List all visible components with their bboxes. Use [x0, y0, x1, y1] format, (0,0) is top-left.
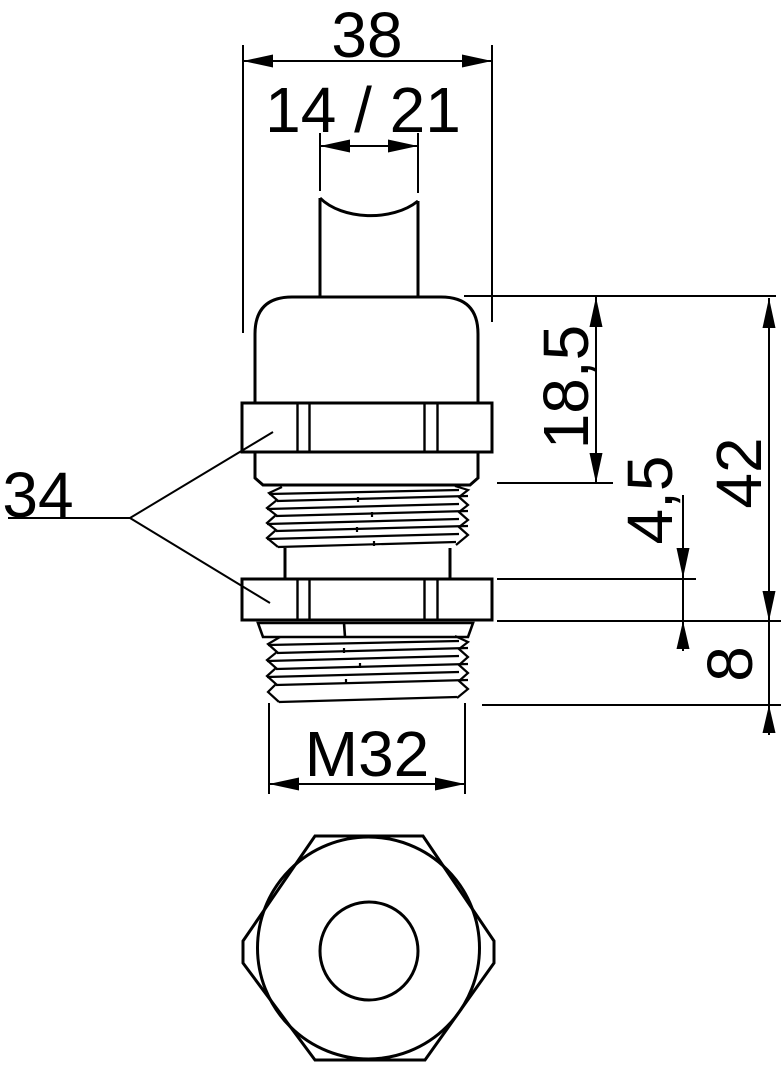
label-dome-height: 18,5	[530, 325, 602, 450]
bottom-view	[241, 834, 496, 1062]
lower-thread-helix-lines	[266, 639, 469, 704]
arrow-42-top	[762, 298, 776, 328]
label-spanner-size: 34	[2, 459, 73, 531]
arrow-38-left	[243, 54, 273, 68]
arrow-18-5-bottom	[589, 453, 603, 483]
neck-outline	[253, 452, 480, 487]
cable-concave-top	[318, 196, 419, 218]
bottom-view-hole-circle	[318, 900, 420, 1002]
arrow-14-21-right	[388, 139, 418, 153]
upper-hex-facet-lines	[296, 403, 439, 452]
dimension-labels: 38 14 / 21 34 18,5 4,5 42 8 M32	[2, 0, 775, 790]
lower-thread-right-zigzag	[454, 635, 471, 699]
arrow-42-bottom	[762, 591, 776, 621]
upper-thread-helix-lines	[266, 488, 469, 549]
upper-hex-body	[240, 401, 494, 454]
leader-34-lower	[129, 517, 271, 604]
lower-hex-nut	[240, 577, 494, 622]
collar-seam-tick	[342, 622, 347, 638]
arrow-4-5-top	[676, 548, 690, 578]
bottom-view-body-circle	[256, 835, 481, 1061]
upper-thread-right-zigzag	[454, 484, 471, 546]
collar-ring	[256, 621, 475, 639]
collar-outline	[256, 621, 475, 639]
arrow-m32-right	[435, 777, 465, 791]
leader-34	[8, 431, 274, 604]
bottom-view-hexagon	[241, 834, 496, 1062]
arrow-8-bottom	[762, 705, 776, 733]
arrow-m32-left	[269, 777, 299, 791]
gland-dome	[253, 295, 480, 403]
upper-thread-seam-ticks	[355, 497, 376, 546]
label-thread-length: 8	[694, 646, 766, 682]
mid-cylinder	[283, 548, 452, 579]
dimension-arrowheads	[243, 54, 776, 791]
lower-thread-seam-ticks	[342, 648, 362, 684]
arrow-38-right	[462, 54, 492, 68]
arrow-14-21-left	[320, 139, 350, 153]
label-locknut-height: 4,5	[614, 456, 686, 545]
label-width-top: 38	[331, 0, 402, 71]
upper-thread	[265, 484, 471, 549]
arrow-18-5-top	[589, 297, 603, 327]
label-clamping-range: 14 / 21	[265, 74, 461, 146]
lower-hex-facet-lines	[296, 579, 439, 620]
extension-lines	[242, 45, 781, 794]
lower-hex-body	[240, 577, 494, 622]
arrow-4-5-bottom	[676, 621, 690, 649]
label-overall-height: 42	[703, 437, 775, 508]
upper-hex-nut	[240, 401, 494, 454]
label-thread-size: M32	[305, 718, 430, 790]
cable-outline	[318, 196, 420, 297]
dome-outline	[253, 295, 480, 403]
neck-section	[253, 452, 480, 487]
lower-thread	[265, 635, 471, 704]
